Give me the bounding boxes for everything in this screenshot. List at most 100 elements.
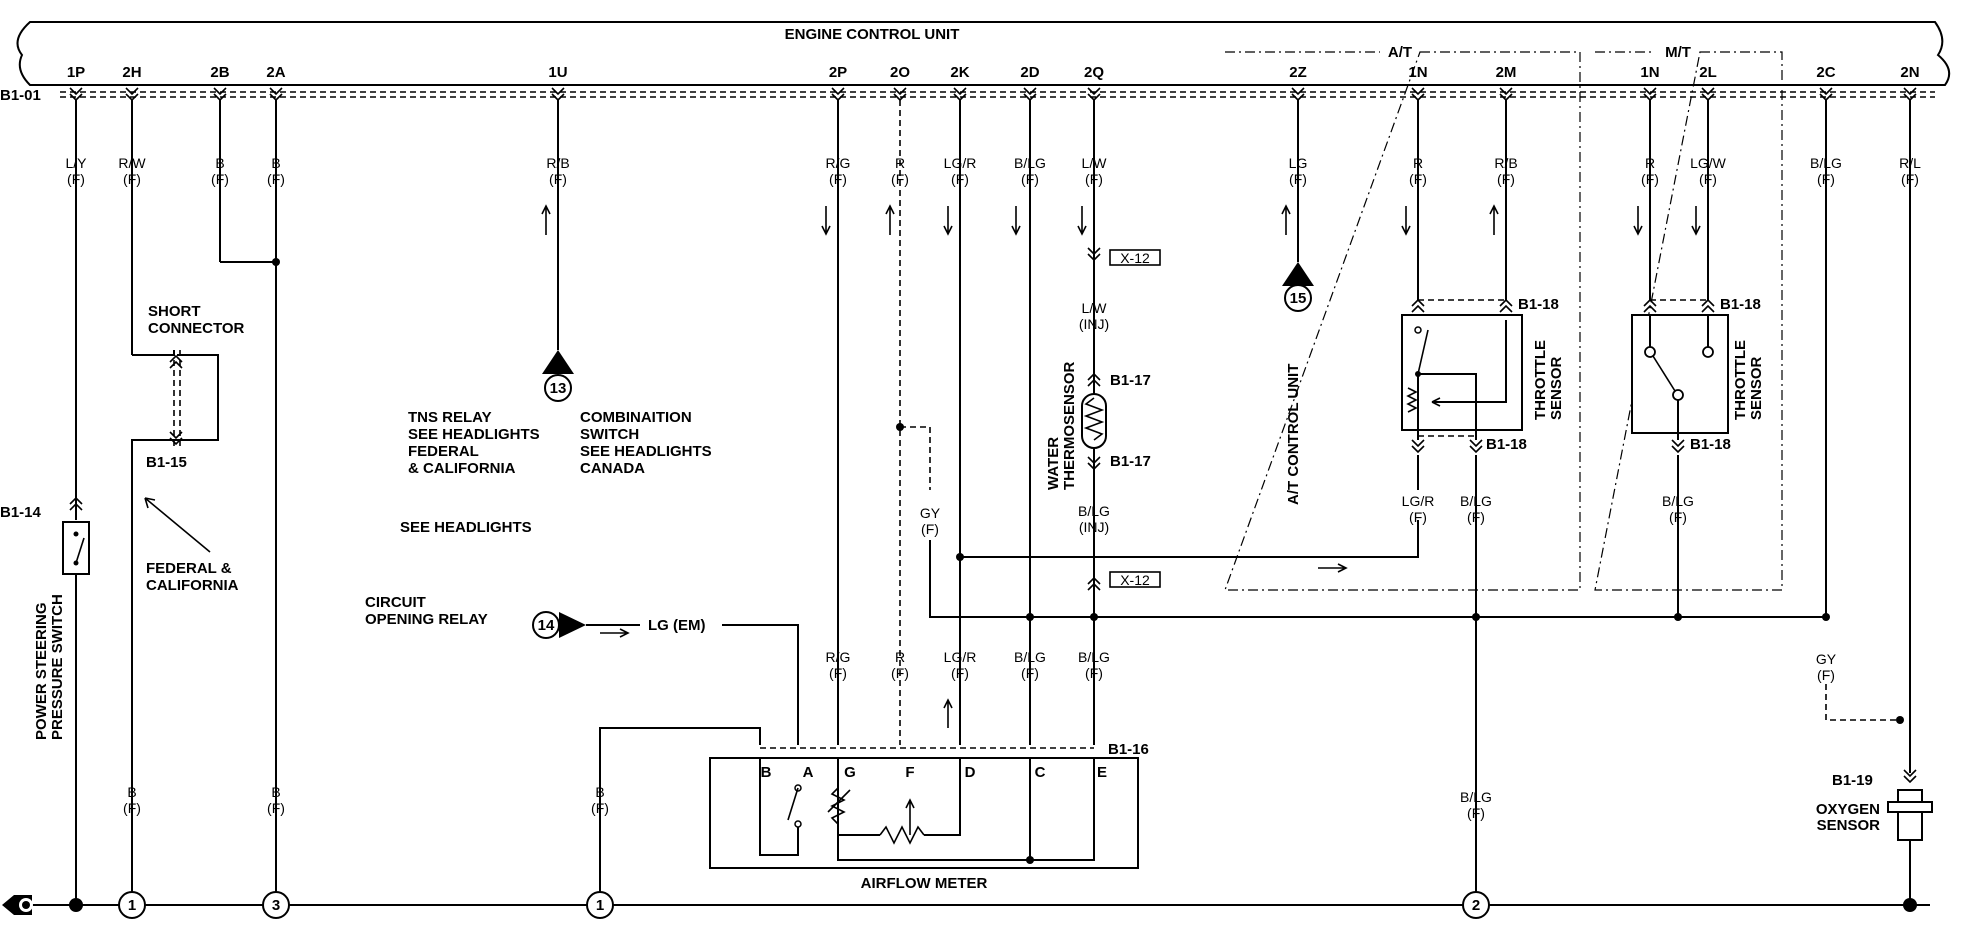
engine-control-unit: ENGINE CONTROL UNIT B1-01 xyxy=(0,21,1951,104)
wire-label-2p: R/G(F) xyxy=(826,155,851,187)
af-pin-f: F xyxy=(905,764,914,781)
b1-18-at-upper: B1-18 xyxy=(1518,296,1559,313)
at-throttle-sensor: B1-18 B1-18 THROTTLESENSOR LG/R(F) B/LG(… xyxy=(1401,296,1565,905)
wire-label-2l: LG/W(F) xyxy=(1690,155,1727,187)
blg-ground-label: B/LG(F) xyxy=(1460,789,1492,821)
b1-17-upper: B1-17 xyxy=(1110,372,1151,389)
pin-2l: 2L xyxy=(1699,64,1717,81)
wire-label-1n-at: R(F) xyxy=(1409,155,1427,187)
water-thermosensor: X-12 L/W(INJ) B1-17 B1-17 WATERTHERMOSEN… xyxy=(1045,247,1161,591)
pin-2a: 2A xyxy=(266,64,285,81)
lgr-bus xyxy=(956,520,1419,561)
lower-wire-labels-airflow: R/G(F) R(F) LG/R(F) B/LG(F) B/LG(F) B/LG… xyxy=(826,649,1492,821)
mt-throttle-sensor-label: THROTTLESENSOR xyxy=(1732,340,1765,420)
af-pin-d: D xyxy=(965,764,976,781)
wire-label-2q: L/W(F) xyxy=(1082,155,1108,187)
ref-13: 13 xyxy=(542,350,574,402)
pin-2k: 2K xyxy=(950,64,969,81)
ecu-pins: 1P 2H 2B 2A 1U 2P 2O 2K 2D 2Q 2Z 1N 2M 1… xyxy=(67,64,1920,81)
lower-label-lgr: LG/R(F) xyxy=(944,649,977,681)
mt-label: M/T xyxy=(1665,44,1691,61)
b1-15-label: B1-15 xyxy=(146,454,187,471)
b1-18-mt-upper: B1-18 xyxy=(1720,296,1761,313)
pin-2q: 2Q xyxy=(1084,64,1104,81)
ecu-connector-chevrons xyxy=(69,87,1917,102)
ats-blg-label: B/LG(F) xyxy=(1460,493,1492,525)
wire-label-2a-lower: B(F) xyxy=(267,784,285,816)
wire-label-2h: R/W(F) xyxy=(118,155,146,187)
wire-label-2a: B(F) xyxy=(267,155,285,187)
svg-text:3: 3 xyxy=(272,897,280,914)
at-label: A/T xyxy=(1388,44,1412,61)
pin-2c: 2C xyxy=(1816,64,1835,81)
wire-label-1n-mt: R(F) xyxy=(1641,155,1659,187)
see-headlights-note: SEE HEADLIGHTS xyxy=(400,519,532,536)
power-steering-pressure-switch: B1-14 POWER STEERINGPRESSURE SWITCH xyxy=(0,496,90,905)
b1-14-label: B1-14 xyxy=(0,504,42,521)
svg-text:1: 1 xyxy=(128,897,136,914)
pin-1u: 1U xyxy=(548,64,567,81)
ats-lgr-label: LG/R(F) xyxy=(1402,493,1435,525)
federal-note: FEDERAL &CALIFORNIA xyxy=(146,560,239,594)
pin-2b: 2B xyxy=(210,64,229,81)
pin-2z: 2Z xyxy=(1289,64,1307,81)
lower-label-rg: R/G(F) xyxy=(826,649,851,681)
af-pin-c: C xyxy=(1035,764,1046,781)
mt-throttle-sensor: B1-18 B1-18 THROTTLESENSOR B/LG(F) xyxy=(1631,296,1765,617)
svg-text:1: 1 xyxy=(596,897,604,914)
wire-label-2k: LG/R(F) xyxy=(944,155,977,187)
wire-label-2o: R(F) xyxy=(891,155,909,187)
blg-inj-label: B/LG(INJ) xyxy=(1078,503,1110,535)
flow-arrows xyxy=(541,204,1701,728)
ground-ref-1a: 1 xyxy=(118,891,146,919)
at-control-unit-label: A/T CONTROL UNIT xyxy=(1285,364,1302,505)
pin-2p: 2P xyxy=(829,64,847,81)
junction-2a xyxy=(272,258,280,266)
af-pin-e: E xyxy=(1097,764,1107,781)
at-control-unit: 15 A/T CONTROL UNIT xyxy=(1282,262,1314,505)
upper-wire-labels: L/Y(F) R/W(F) B(F) B(F) R/B(F) R/G(F) R(… xyxy=(65,155,1921,187)
b1-18-at-lower: B1-18 xyxy=(1486,436,1527,453)
ecu-title: ENGINE CONTROL UNIT xyxy=(785,26,960,43)
pin-2h: 2H xyxy=(122,64,141,81)
wire-label-2h-lower: B(F) xyxy=(123,784,141,816)
lg-em-label: LG (EM) xyxy=(648,617,706,634)
x12-lower: X-12 xyxy=(1120,572,1150,588)
lwaf-label: B(F) xyxy=(591,784,609,816)
ecu-connector-label: B1-01 xyxy=(0,87,41,104)
gy-label-1: GY(F) xyxy=(920,505,941,537)
at-section: A/T xyxy=(1224,44,1581,591)
b1-18-mt-lower: B1-18 xyxy=(1690,436,1731,453)
pin-1n-at: 1N xyxy=(1408,64,1427,81)
ref-15-number: 15 xyxy=(1290,290,1307,307)
pin-2n: 2N xyxy=(1900,64,1919,81)
pin-2d: 2D xyxy=(1020,64,1039,81)
wire-label-2c: B/LG(F) xyxy=(1810,155,1842,187)
wire-label-2m: R/B(F) xyxy=(1494,155,1517,187)
af-pin-b: B xyxy=(761,764,772,781)
at-throttle-sensor-label: THROTTLESENSOR xyxy=(1532,340,1565,420)
wire-label-1u: R/B(F) xyxy=(546,155,569,187)
wire-label-2n: R/L(F) xyxy=(1899,155,1921,187)
upper-wires xyxy=(75,100,1911,905)
ground-bus: 1 3 1 2 xyxy=(2,891,1930,919)
af-pin-g: G xyxy=(844,764,856,781)
pin-1p: 1P xyxy=(67,64,85,81)
b1-19-label: B1-19 xyxy=(1832,772,1873,789)
ground-ref-2: 2 xyxy=(1462,891,1490,919)
pin-1n-mt: 1N xyxy=(1640,64,1659,81)
airflow-meter-label: AIRFLOW METER xyxy=(861,875,988,892)
ground-icon xyxy=(2,895,33,915)
mt-section: M/T xyxy=(1594,44,1783,591)
lower-label-blg2: B/LG(F) xyxy=(1078,649,1110,681)
wire-label-2z: LG(F) xyxy=(1289,155,1308,187)
